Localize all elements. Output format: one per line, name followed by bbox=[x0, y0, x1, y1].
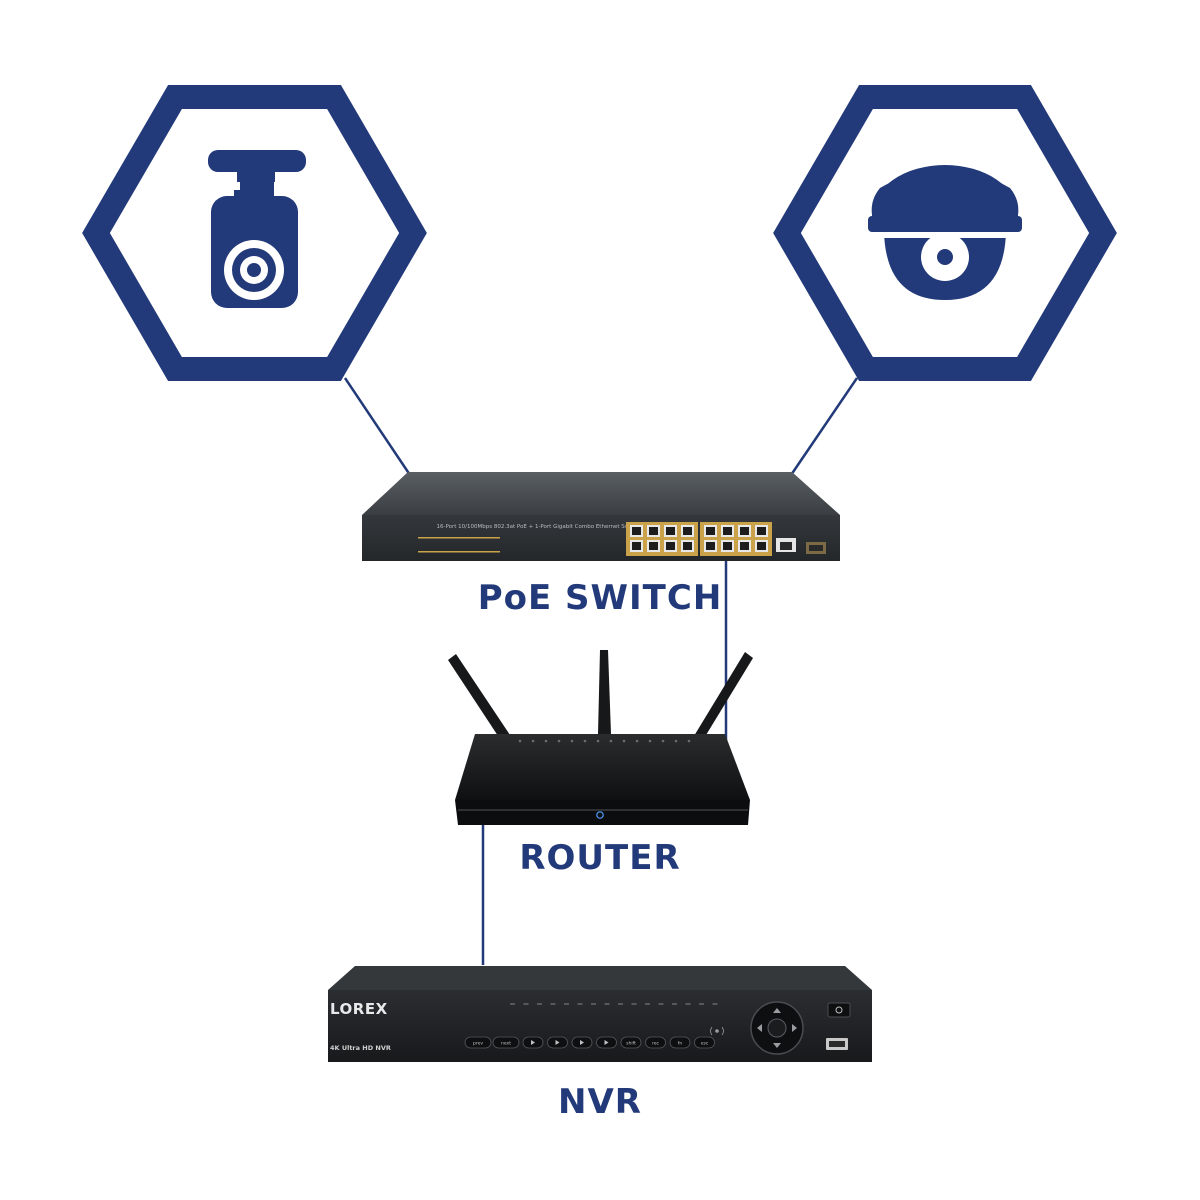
nvr-button-label: prev bbox=[473, 1041, 483, 1047]
nvr-brand-logo: LOREX bbox=[330, 1000, 388, 1018]
hexagon-frame bbox=[82, 85, 427, 381]
router-led bbox=[661, 739, 665, 743]
nvr-led bbox=[699, 1003, 704, 1005]
nvr-led bbox=[564, 1003, 569, 1005]
nvr-usb-port bbox=[826, 1038, 848, 1050]
nvr-panel-button: prev bbox=[464, 1036, 492, 1049]
nvr-panel-button: fn bbox=[669, 1036, 691, 1049]
nvr-led bbox=[577, 1003, 583, 1005]
router-led bbox=[570, 739, 574, 743]
router-led bbox=[531, 739, 535, 743]
nvr-led bbox=[618, 1003, 623, 1005]
nvr-button-row: prev next shift rec fn esc bbox=[464, 1036, 715, 1049]
nvr-button-label: next bbox=[501, 1041, 511, 1047]
nvr-button-label: rec bbox=[652, 1041, 660, 1047]
router-antenna-left bbox=[448, 654, 512, 742]
router-led bbox=[518, 739, 522, 743]
nvr-led bbox=[631, 1003, 637, 1005]
router-power-icon bbox=[596, 811, 604, 819]
nvr-panel-button bbox=[596, 1036, 617, 1049]
bullet-camera-icon bbox=[208, 150, 306, 308]
nvr-panel-button: rec bbox=[645, 1036, 666, 1049]
nvr-led bbox=[658, 1003, 664, 1005]
poe-switch-device: 16-Port 10/100Mbps 802.3at PoE + 1-Port … bbox=[362, 472, 840, 561]
nvr-led bbox=[537, 1003, 542, 1005]
switch-led-rows bbox=[418, 537, 500, 553]
nvr-button-label: fn bbox=[678, 1041, 683, 1047]
router-antenna-right bbox=[694, 652, 753, 740]
router-led bbox=[648, 739, 652, 743]
nvr-button-label: esc bbox=[701, 1042, 709, 1047]
switch-top-panel bbox=[362, 472, 840, 515]
router-body-top bbox=[455, 734, 750, 800]
router-led-row bbox=[518, 739, 691, 743]
nvr-led bbox=[591, 1003, 596, 1005]
nvr-led bbox=[510, 1003, 515, 1005]
router-antenna-center bbox=[598, 650, 611, 734]
router-led bbox=[635, 739, 639, 743]
router-led bbox=[609, 739, 613, 743]
nvr-led-row bbox=[510, 1003, 718, 1005]
nvr-led bbox=[712, 1003, 718, 1005]
nvr-button-label: shift bbox=[626, 1041, 636, 1047]
poe-switch-label: PoE SWITCH bbox=[477, 578, 723, 618]
nvr-direction-pad bbox=[750, 1001, 804, 1055]
dome-camera-icon bbox=[868, 165, 1022, 300]
nvr-panel-button: shift bbox=[620, 1036, 642, 1049]
uplink-port bbox=[776, 538, 796, 552]
router-led bbox=[557, 739, 561, 743]
router-led bbox=[596, 739, 600, 743]
nvr-panel-button bbox=[571, 1036, 593, 1049]
nvr-label: NVR bbox=[558, 1082, 642, 1122]
nvr-panel-button bbox=[522, 1036, 544, 1049]
router-led bbox=[583, 739, 587, 743]
bullet-camera-node bbox=[82, 85, 427, 381]
nvr-power-button bbox=[827, 1002, 851, 1018]
switch-port-grid bbox=[626, 522, 772, 556]
router-led bbox=[622, 739, 626, 743]
nvr-led bbox=[523, 1003, 529, 1005]
nvr-led bbox=[645, 1003, 650, 1005]
router-label: ROUTER bbox=[519, 838, 681, 878]
router-device bbox=[448, 650, 753, 825]
nvr-ir-icon bbox=[710, 1026, 724, 1036]
dome-camera-node bbox=[773, 85, 1117, 381]
nvr-panel-button bbox=[547, 1036, 568, 1049]
hexagon-frame bbox=[773, 85, 1117, 381]
nvr-led bbox=[604, 1003, 610, 1005]
nvr-model-text: 4K Ultra HD NVR bbox=[330, 1044, 391, 1052]
sfp-port bbox=[806, 542, 826, 554]
nvr-panel-button: next bbox=[492, 1036, 520, 1049]
router-led bbox=[544, 739, 548, 743]
edge-dome-camera-switch bbox=[787, 377, 859, 479]
router-led bbox=[674, 739, 678, 743]
nvr-panel-button: esc bbox=[694, 1036, 715, 1049]
nvr-led bbox=[550, 1003, 556, 1005]
nvr-led bbox=[672, 1003, 677, 1005]
edge-bullet-camera-switch bbox=[343, 377, 414, 479]
nvr-device: LOREX 4K Ultra HD NVR prev next shift rec fn… bbox=[328, 966, 872, 1062]
switch-panel-text: 16-Port 10/100Mbps 802.3at PoE + 1-Port … bbox=[437, 524, 640, 530]
router-led bbox=[687, 739, 691, 743]
nvr-led bbox=[685, 1003, 691, 1005]
nvr-top-panel bbox=[328, 966, 872, 990]
